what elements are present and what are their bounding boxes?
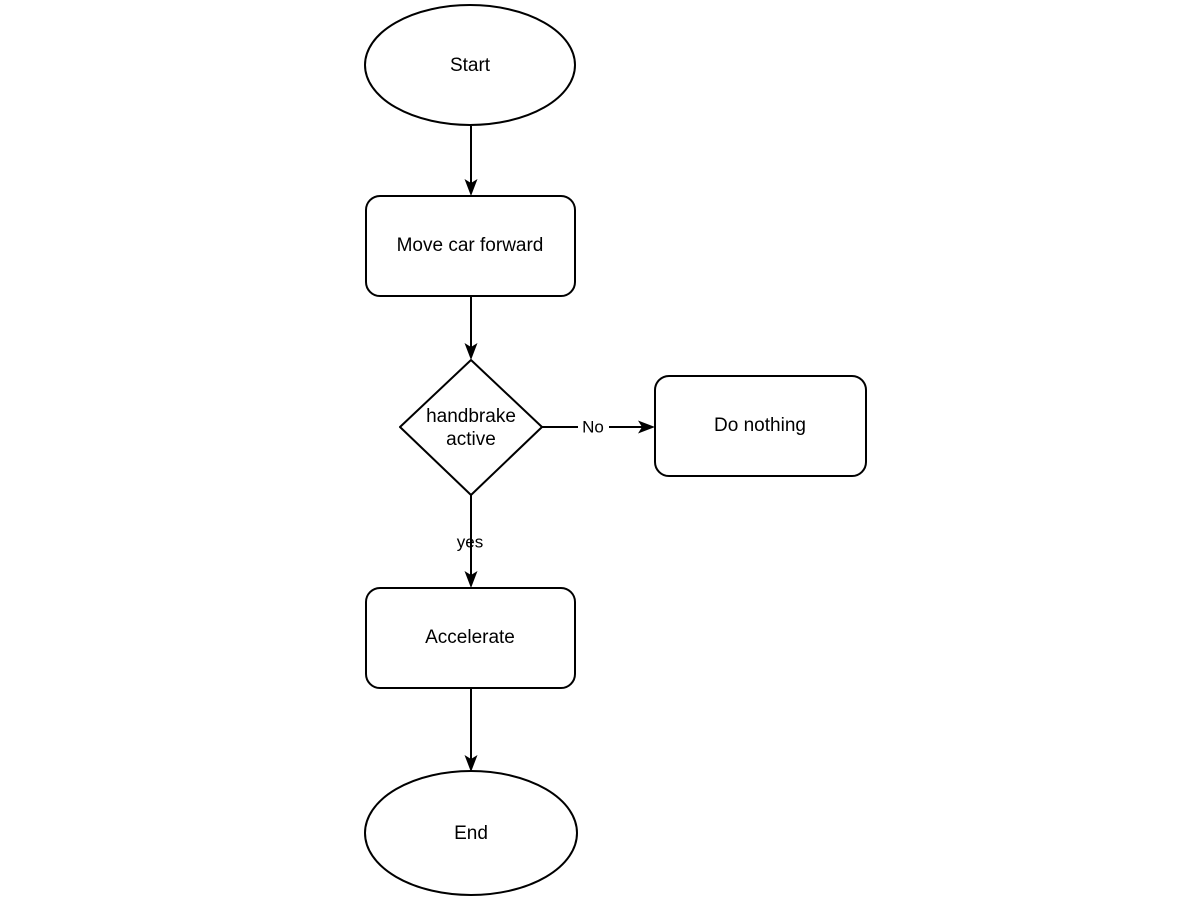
edge-start-to-move xyxy=(464,126,478,196)
node-handbrake-active[interactable]: handbrake active xyxy=(399,359,543,496)
node-do-nothing[interactable]: Do nothing xyxy=(654,375,867,477)
edge-handbrake-to-accelerate: yes xyxy=(457,495,483,588)
node-do-nothing-shape[interactable] xyxy=(654,375,867,477)
node-accelerate-shape[interactable] xyxy=(365,587,576,689)
node-start-shape[interactable] xyxy=(364,4,576,126)
edge-handbrake-to-do-nothing-arrowhead xyxy=(638,420,655,434)
node-accelerate[interactable]: Accelerate xyxy=(365,587,576,689)
node-handbrake-active-label-line1: handbrake xyxy=(426,406,516,427)
node-end-shape[interactable] xyxy=(364,770,578,896)
node-handbrake-active-shape[interactable] xyxy=(399,359,543,496)
edge-label-yes: yes xyxy=(457,532,483,551)
node-handbrake-active-label-line2: active xyxy=(446,429,496,450)
node-end[interactable]: End xyxy=(364,770,578,896)
edge-accelerate-to-end-arrowhead xyxy=(464,755,478,772)
node-start[interactable]: Start xyxy=(364,4,576,126)
node-accelerate-label: Accelerate xyxy=(425,627,515,648)
edge-start-to-move-arrowhead xyxy=(464,179,478,196)
edge-handbrake-to-do-nothing: No xyxy=(542,417,655,436)
node-move-car-forward[interactable]: Move car forward xyxy=(365,195,576,297)
node-move-car-forward-shape[interactable] xyxy=(365,195,576,297)
node-move-car-forward-label: Move car forward xyxy=(397,235,544,256)
node-end-label: End xyxy=(454,823,488,844)
edge-move-to-handbrake xyxy=(464,296,478,360)
edge-label-no: No xyxy=(582,417,604,436)
edge-move-to-handbrake-arrowhead xyxy=(464,343,478,360)
node-start-label: Start xyxy=(450,55,491,76)
edge-accelerate-to-end xyxy=(464,688,478,772)
edge-handbrake-to-accelerate-arrowhead xyxy=(464,571,478,588)
node-do-nothing-label: Do nothing xyxy=(714,415,806,436)
